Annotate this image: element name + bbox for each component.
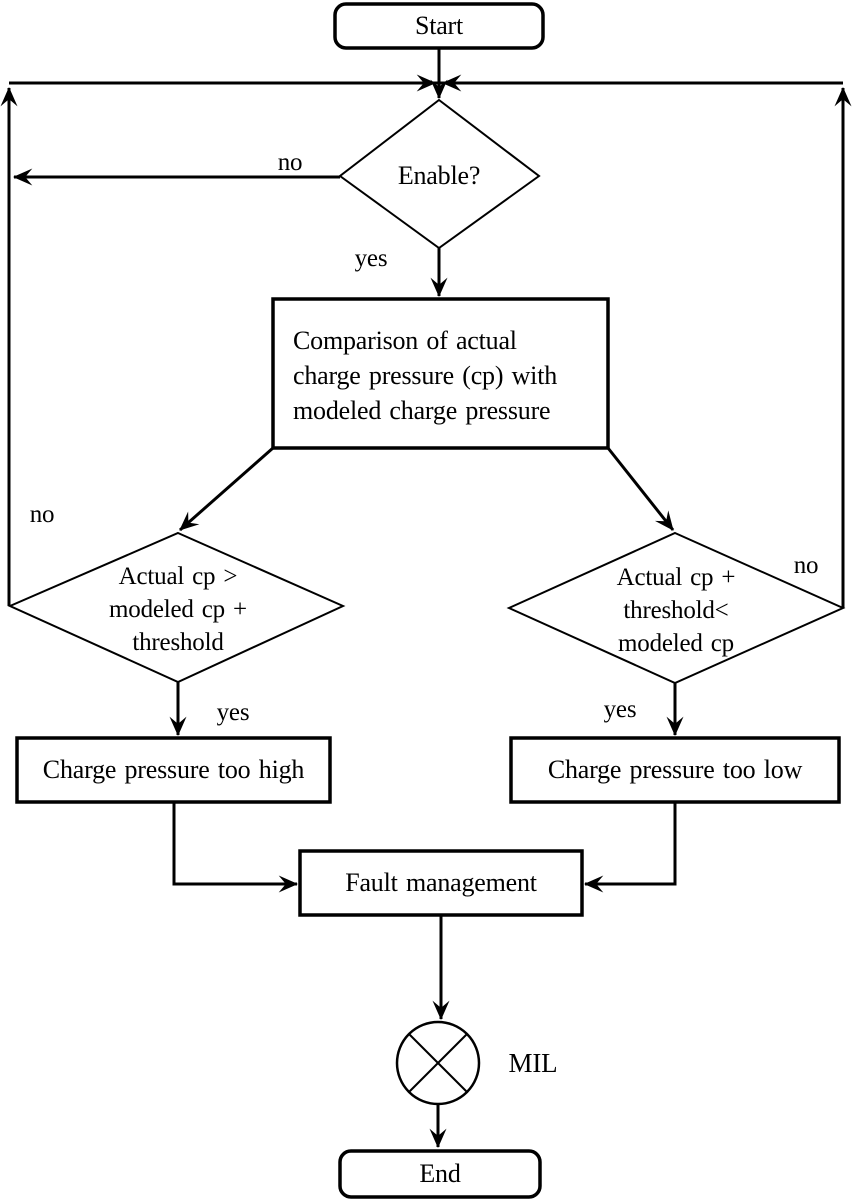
high-check-yes-label: yes xyxy=(216,699,250,726)
low-check-line-3: modeled cp xyxy=(618,630,734,657)
comparison-line-2: charge pressure (cp) with xyxy=(293,361,558,390)
low-check-no-label: no xyxy=(793,552,819,579)
high-check-line-2: modeled cp + xyxy=(109,596,247,623)
low-check-line-1: Actual cp + xyxy=(616,564,736,591)
high-check-line-1: Actual cp > xyxy=(118,563,238,590)
end-label: End xyxy=(419,1159,461,1188)
high-check-label: Actual cp > modeled cp + threshold xyxy=(78,560,278,659)
enable-label: Enable? xyxy=(397,161,481,190)
low-check-line-2: threshold< xyxy=(623,597,729,624)
end-node-shape xyxy=(338,1149,542,1199)
enable-yes-label: yes xyxy=(354,245,388,272)
too-high-label: Charge pressure too high xyxy=(42,755,305,784)
too-high-to-fault-line xyxy=(172,802,298,893)
mil-cross-icon xyxy=(408,1033,468,1093)
mil-label: MIL xyxy=(508,1048,558,1078)
low-check-label: Actual cp + threshold< modeled cp xyxy=(576,561,776,660)
enable-no-label: no xyxy=(277,149,303,176)
too-low-to-fault-line xyxy=(584,802,677,893)
too-low-label: Charge pressure too low xyxy=(547,755,803,784)
high-check-line-3: threshold xyxy=(132,629,224,656)
comparison-to-low-check-line xyxy=(606,447,675,531)
low-check-yes-label: yes xyxy=(603,696,637,723)
comparison-to-high-check-line xyxy=(179,446,274,532)
comparison-process-shape xyxy=(271,297,610,450)
high-check-no-label: no xyxy=(29,501,55,528)
comparison-label: Comparison of actual charge pressure (cp… xyxy=(293,323,557,428)
comparison-line-3: modeled charge pressure xyxy=(293,396,551,425)
start-label: Start xyxy=(414,11,464,40)
comparison-line-1: Comparison of actual xyxy=(293,326,517,355)
fault-label: Fault management xyxy=(345,868,537,897)
